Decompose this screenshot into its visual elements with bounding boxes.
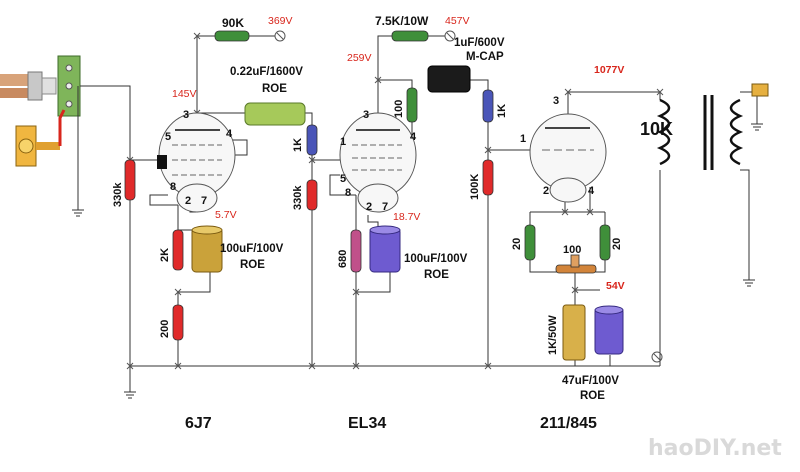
wiring: [77, 35, 758, 380]
ground-symbols: [72, 120, 763, 399]
pin-v3-1: 1: [520, 133, 526, 145]
label-r-1k50w: 1K/50W: [547, 315, 559, 355]
label-v-457: 457V: [445, 15, 470, 27]
label-c-mcap: M-CAP: [466, 51, 504, 63]
label-v-18-7: 18.7V: [393, 211, 420, 223]
pin-v2-3: 3: [363, 109, 369, 121]
tube-el34: [339, 112, 417, 213]
pin-v1-4: 4: [226, 128, 233, 140]
label-r-1k-b: 1K: [496, 104, 508, 118]
label-t-10k: 10K: [640, 119, 673, 139]
pin-v3-2: 2: [543, 185, 549, 197]
pin-v2-1: 1: [340, 136, 346, 148]
label-r-7k5: 7.5K/10W: [375, 14, 429, 28]
label-pot-100: 100: [563, 244, 581, 256]
pin-v1-8: 8: [170, 181, 176, 193]
pin-v3-4: 4: [588, 185, 595, 197]
pin-v1-5: 5: [165, 131, 171, 143]
tube-label-6j7: 6J7: [185, 415, 212, 432]
capacitors: [191, 65, 624, 361]
label-c-47u: 47uF/100V: [562, 375, 619, 387]
label-r-200: 200: [159, 320, 171, 338]
label-r-330k-a: 330k: [112, 182, 124, 207]
label-v-259: 259V: [347, 52, 372, 64]
pin-v2-4: 4: [410, 131, 417, 143]
label-c-022-roe: ROE: [262, 83, 287, 95]
pin-v2-2: 2: [366, 201, 372, 213]
tube-211-845: [529, 113, 607, 203]
pin-v1-3: 3: [183, 109, 189, 121]
label-c-100u-a-roe: ROE: [240, 259, 265, 271]
label-c-100u-b-roe: ROE: [424, 269, 449, 281]
tube-6j7: [157, 112, 236, 213]
label-v-1077: 1077V: [594, 64, 624, 76]
label-r-20b: 20: [611, 238, 623, 250]
label-c-1uf: 1uF/600V: [454, 37, 505, 49]
test-points: [274, 30, 663, 363]
resistors: [124, 30, 611, 341]
label-v-369: 369V: [268, 15, 293, 27]
watermark-logo: haoDIY.net: [648, 436, 782, 461]
label-r-100k: 100K: [469, 174, 481, 200]
pin-v1-7: 7: [201, 195, 207, 207]
pin-v2-5: 5: [340, 173, 346, 185]
label-c-100u-a: 100uF/100V: [220, 243, 284, 255]
label-v-5-7: 5.7V: [215, 209, 237, 221]
pin-v2-7: 7: [382, 201, 388, 213]
tube-label-el34: EL34: [348, 415, 386, 432]
label-r-1k-a: 1K: [292, 138, 304, 152]
label-r-2k: 2K: [159, 248, 171, 262]
label-r-680: 680: [337, 250, 349, 268]
label-r-100: 100: [393, 100, 405, 118]
label-r-330k-b: 330k: [292, 185, 304, 210]
pin-v3-3: 3: [553, 95, 559, 107]
output-transformer: [656, 83, 769, 170]
label-c-100u-b: 100uF/100V: [404, 253, 468, 265]
label-r-20a: 20: [511, 238, 523, 250]
pin-v2-8: 8: [345, 187, 351, 199]
label-r-90k: 90K: [222, 16, 244, 30]
label-c-47u-roe: ROE: [580, 390, 605, 402]
pin-v1-2: 2: [185, 195, 191, 207]
label-c-022: 0.22uF/1600V: [230, 66, 303, 78]
label-v-54: 54V: [606, 280, 625, 292]
input-jack: [0, 55, 81, 167]
label-v-145: 145V: [172, 88, 197, 100]
tube-label-211-845: 211/845: [540, 415, 597, 432]
